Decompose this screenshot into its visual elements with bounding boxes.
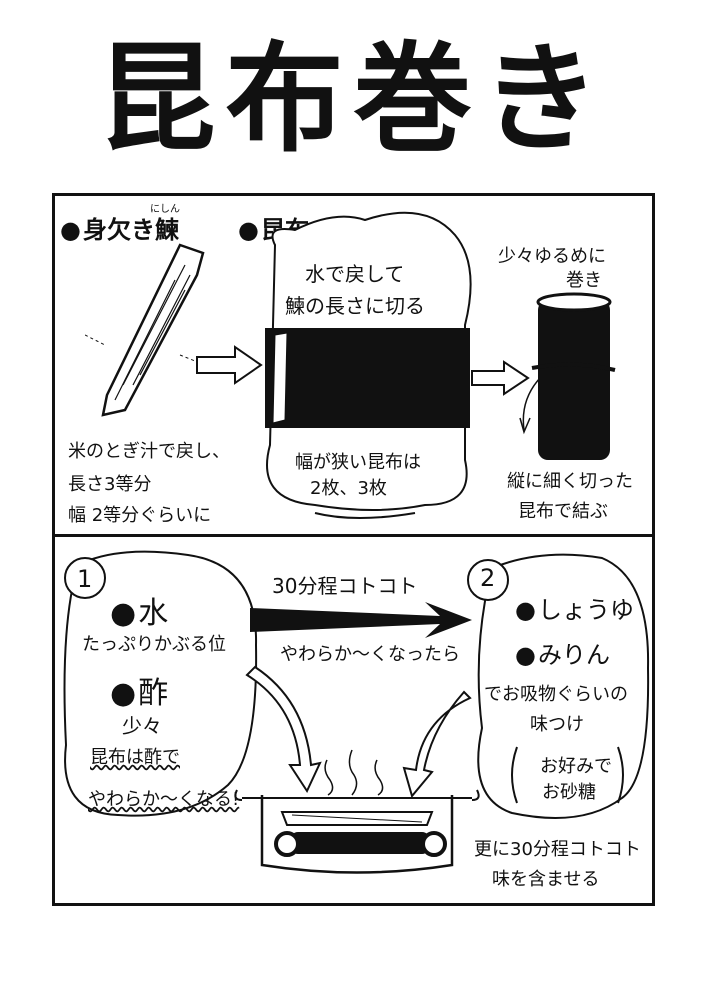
sugar-bracket (511, 746, 624, 804)
fish-note-line3: 幅 2等分ぐらいに (68, 505, 212, 526)
herring-illustration (85, 243, 205, 417)
fish-heading: 身欠き鰊 (60, 210, 179, 245)
sugar-line1: お好みで (540, 756, 612, 777)
kelp-roll-illustration (519, 292, 616, 460)
pot-illustration (234, 749, 480, 874)
sugar-line2: お砂糖 (542, 782, 596, 803)
season-line2: 味つけ (530, 714, 584, 735)
step1-number: 1 (77, 565, 93, 593)
water-label: 水 (110, 588, 168, 632)
page-title: 昆布巻き (97, 30, 610, 168)
final-note-line2: 味を含ませる (492, 869, 600, 890)
soy-label: しょうゆ (515, 590, 634, 625)
arrow-into-pot-left (245, 665, 322, 794)
vinegar-note-line2: やわらか～くなる! (88, 789, 240, 810)
kelp-width-line2: 2枚、3枚 (310, 478, 387, 499)
vinegar-amount: 少々 (122, 714, 162, 738)
roll-note-line1: 少々ゆるめに (498, 246, 606, 267)
cooking-panel (52, 534, 655, 906)
vinegar-note-line1: 昆布は酢で (90, 747, 180, 768)
step2-number: 2 (480, 564, 496, 592)
fish-furigana: にしん (150, 204, 180, 215)
simmer-label: 30分程コトコト (272, 574, 418, 598)
tie-note-line2: 昆布で結ぶ (518, 501, 608, 522)
thick-arrow-icon (250, 602, 472, 638)
arrow-right-icon (196, 345, 263, 385)
simmer-condition: やわらか～くなったら (280, 644, 460, 665)
water-amount: たっぷりかぶる位 (82, 634, 226, 655)
roll-note-line2: 巻き (566, 270, 602, 291)
kelp-note-line1: 水で戻して (305, 262, 405, 286)
mirin-label: みりん (515, 635, 610, 670)
vinegar-label: 酢 (110, 668, 168, 712)
final-note-line1: 更に30分程コトコト (474, 839, 641, 860)
kelp-width-line1: 幅が狭い昆布は (295, 452, 421, 473)
tie-note-line1: 縦に細く切った (507, 471, 633, 492)
kelp-sheet-illustration (265, 211, 472, 519)
fish-note-line1: 米のとぎ汁で戻し、 (68, 441, 230, 462)
arrow-into-pot-right (402, 690, 472, 799)
season-line1: でお吸物ぐらいの (484, 684, 628, 705)
arrow-right-icon-2 (471, 360, 530, 396)
fish-note-line2: 長さ3等分 (68, 474, 152, 495)
kelp-note-line2: 鰊の長さに切る (285, 294, 425, 318)
